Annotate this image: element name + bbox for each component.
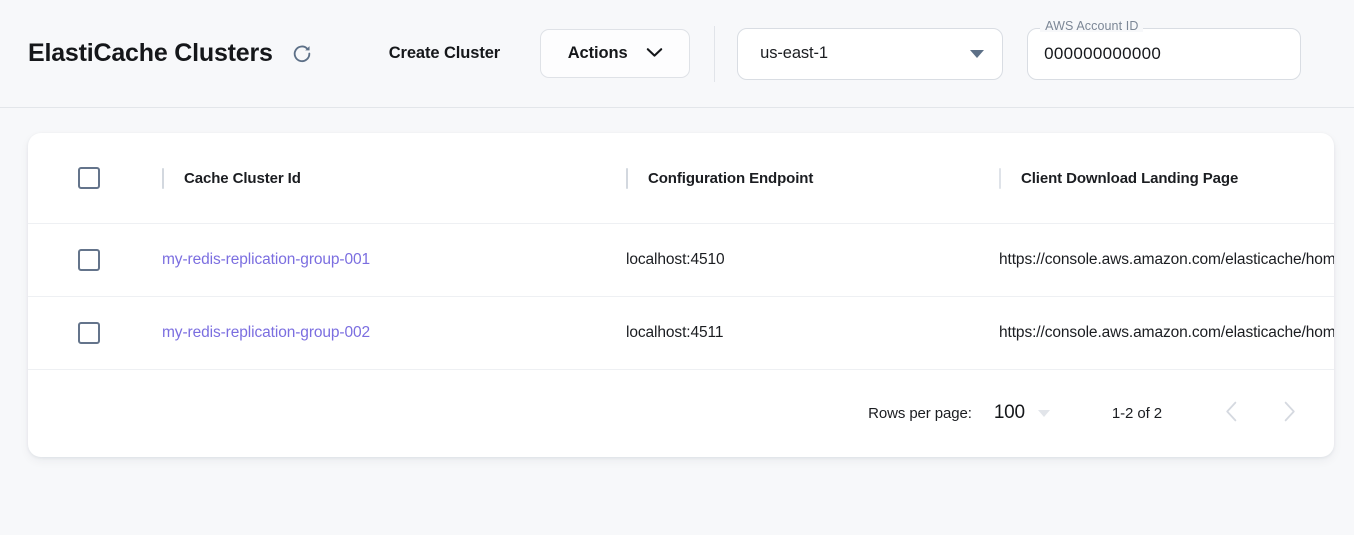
aws-account-id-field[interactable]: AWS Account ID 000000000000 <box>1027 19 1302 80</box>
cell-cache-cluster-id: my-redis-replication-group-002 <box>134 324 604 342</box>
cell-configuration-endpoint: localhost:4511 <box>604 324 977 342</box>
cell-client-download-landing-page: https://console.aws.amazon.com/elasticac… <box>977 251 1334 269</box>
rows-per-page-label: Rows per page: <box>868 404 972 422</box>
triangle-down-icon <box>1037 409 1050 417</box>
region-select-value: us-east-1 <box>760 44 829 62</box>
clusters-table-card: Cache Cluster Id Configuration Endpoint … <box>28 133 1334 457</box>
configuration-endpoint-value: localhost:4510 <box>626 251 725 268</box>
configuration-endpoint-value: localhost:4511 <box>626 324 724 341</box>
rows-per-page-value: 100 <box>993 402 1025 423</box>
chevron-left-icon <box>1225 401 1238 425</box>
select-all-cell <box>28 167 134 189</box>
column-divider <box>626 167 628 189</box>
actions-button[interactable]: Actions <box>540 29 691 78</box>
chevron-right-icon <box>1283 401 1296 425</box>
cell-client-download-landing-page: https://console.aws.amazon.com/elasticac… <box>977 324 1334 342</box>
table-row[interactable]: my-redis-replication-group-001 localhost… <box>28 224 1334 297</box>
row-select-cell <box>28 249 134 271</box>
column-header-label: Configuration Endpoint <box>648 169 814 187</box>
refresh-icon <box>291 43 313 65</box>
row-checkbox[interactable] <box>78 322 100 344</box>
region-select[interactable]: us-east-1 <box>737 27 1004 80</box>
row-checkbox[interactable] <box>78 249 100 271</box>
app-header: ElastiCache Clusters Create Cluster Acti… <box>0 0 1354 108</box>
select-all-checkbox[interactable] <box>78 167 100 189</box>
cluster-id-link[interactable]: my-redis-replication-group-002 <box>162 324 371 341</box>
aws-account-id-label: AWS Account ID <box>1040 19 1144 32</box>
actions-button-label: Actions <box>567 44 628 62</box>
column-header-label: Cache Cluster Id <box>184 169 301 187</box>
previous-page-button[interactable] <box>1210 392 1252 434</box>
table-row[interactable]: my-redis-replication-group-002 localhost… <box>28 297 1334 370</box>
header-divider <box>714 25 716 82</box>
cluster-id-link[interactable]: my-redis-replication-group-001 <box>162 251 371 268</box>
refresh-button[interactable] <box>287 39 317 69</box>
rows-per-page-select[interactable]: 100 <box>994 402 1050 424</box>
client-download-landing-page-value: https://console.aws.amazon.com/elasticac… <box>999 251 1334 268</box>
column-header-configuration-endpoint[interactable]: Configuration Endpoint <box>604 167 977 189</box>
column-divider <box>999 167 1001 189</box>
triangle-down-icon <box>970 49 985 58</box>
page-title: ElastiCache Clusters <box>28 39 273 67</box>
table-header-row: Cache Cluster Id Configuration Endpoint … <box>28 133 1334 224</box>
column-header-cache-cluster-id[interactable]: Cache Cluster Id <box>134 167 604 189</box>
row-select-cell <box>28 322 134 344</box>
table-pagination: Rows per page: 100 1-2 of 2 <box>28 370 1334 456</box>
column-header-label: Client Download Landing Page <box>1021 169 1239 187</box>
aws-account-id-value: 000000000000 <box>1044 43 1162 63</box>
column-divider <box>162 167 164 189</box>
chevron-down-icon <box>646 45 663 63</box>
create-cluster-button[interactable]: Create Cluster <box>383 36 506 71</box>
cell-cache-cluster-id: my-redis-replication-group-001 <box>134 251 604 269</box>
client-download-landing-page-value: https://console.aws.amazon.com/elasticac… <box>999 324 1334 341</box>
next-page-button[interactable] <box>1268 392 1310 434</box>
column-header-client-download-landing-page[interactable]: Client Download Landing Page <box>977 167 1334 189</box>
cell-configuration-endpoint: localhost:4510 <box>604 251 977 269</box>
content-area: Cache Cluster Id Configuration Endpoint … <box>0 108 1354 457</box>
pagination-range-label: 1-2 of 2 <box>1111 404 1162 422</box>
